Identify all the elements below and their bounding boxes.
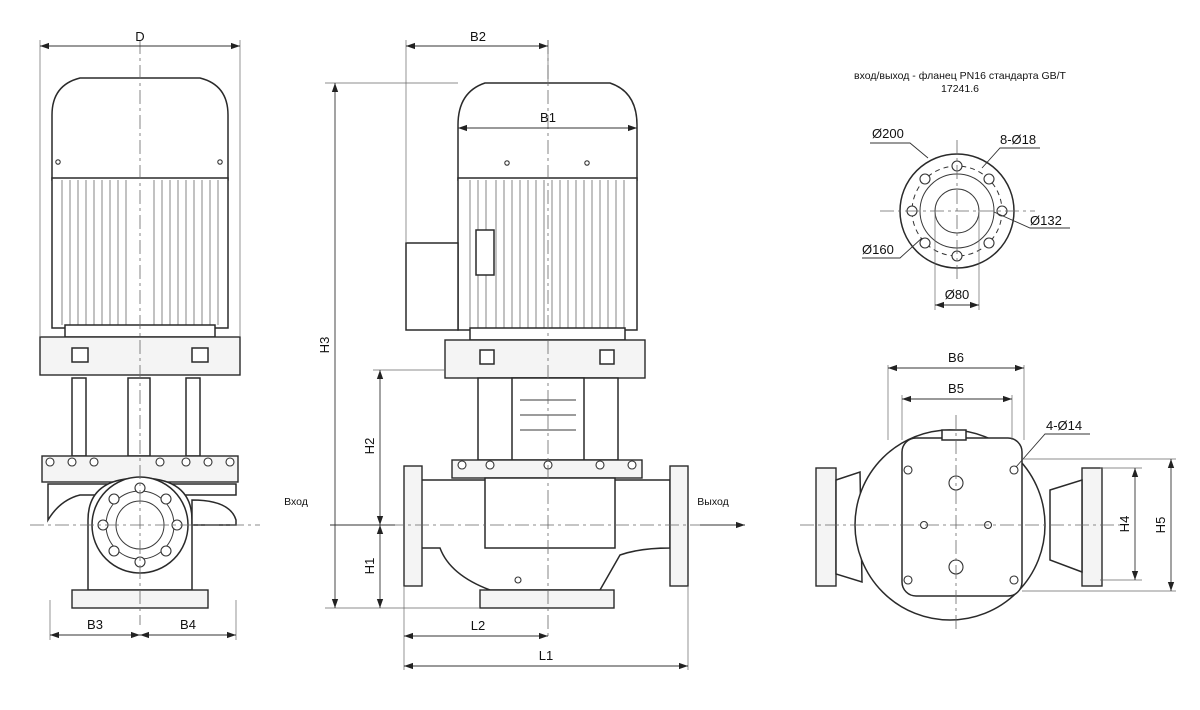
dim-base-holes: 4-Ø14 (1046, 418, 1082, 433)
flange-bolt-circle: Ø160 (862, 242, 894, 257)
pump-bolts-front (457, 460, 637, 470)
flange-raised-face: Ø132 (1030, 213, 1062, 228)
flange-detail: вход/выход - фланец PN16 стандарта GB/T … (854, 70, 1070, 310)
dim-L1: L1 (539, 648, 553, 663)
dim-H5: H5 (1153, 517, 1168, 534)
flow-inlet-label: Вход (284, 496, 308, 508)
dim-H3: H3 (317, 337, 332, 354)
flow-outlet-label: Выход (697, 496, 728, 508)
flange-note-line2: 17241.6 (941, 83, 979, 95)
plan-view: B6 B5 4-Ø14 H4 H5 (800, 350, 1176, 630)
dim-B6: B6 (948, 350, 964, 365)
pump-bolts-side (45, 457, 235, 467)
flange-bore: Ø80 (945, 287, 970, 302)
dim-B4: B4 (180, 617, 196, 632)
dim-H2: H2 (362, 438, 377, 455)
dim-B1: B1 (540, 110, 556, 125)
dim-H4: H4 (1117, 516, 1132, 533)
dim-L2: L2 (471, 618, 485, 633)
dim-H1: H1 (362, 558, 377, 575)
front-view: Вход Выход B2 B1 H3 H2 H1 L2 L1 (284, 29, 745, 670)
flange-outer-diameter: Ø200 (872, 126, 904, 141)
dim-B2: B2 (470, 29, 486, 44)
dim-B5: B5 (948, 381, 964, 396)
side-view: D B3 B4 (30, 29, 260, 640)
flange-note-line1: вход/выход - фланец PN16 стандарта GB/T (854, 70, 1067, 82)
flange-bolt-holes: 8-Ø18 (1000, 132, 1036, 147)
motor-fins-side (61, 180, 219, 325)
motor-fins-front (469, 180, 625, 328)
dim-D: D (135, 29, 144, 44)
dim-B3: B3 (87, 617, 103, 632)
